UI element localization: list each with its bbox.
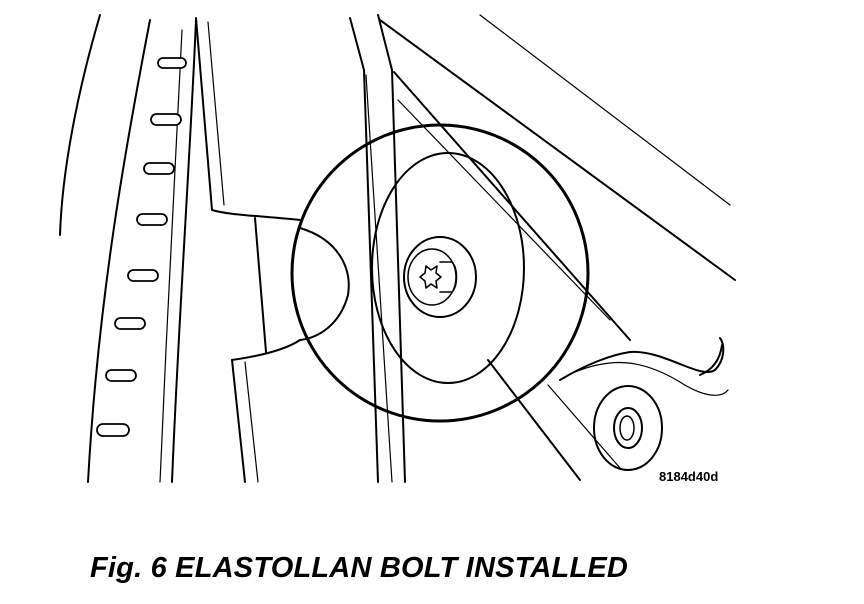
strip-inner-edge (159, 29, 183, 483)
figure-caption: Fig. 6 ELASTOLLAN BOLT INSTALLED (90, 552, 629, 584)
bolt-head (403, 236, 477, 318)
figure-id-code: 8184d40d (659, 469, 719, 484)
flange-curl (699, 344, 723, 376)
pillar-right-edge (377, 14, 406, 483)
strip-stud (136, 213, 168, 226)
strip-stud (150, 113, 182, 126)
strip-stud (127, 269, 159, 282)
washer-outer (371, 152, 525, 384)
pillar-mid-edge (365, 74, 393, 483)
strip-stud (114, 317, 146, 330)
opening-bottom (231, 339, 301, 361)
flange-outline (487, 337, 725, 481)
grommet-outer (593, 385, 663, 471)
strip-stud (157, 57, 187, 69)
panel-outer-edge (59, 14, 101, 236)
upper-panel-inner (397, 99, 611, 321)
trim-panel-lower (231, 359, 246, 483)
pillar-left-edge (349, 17, 379, 483)
opening-left-edge (254, 217, 267, 353)
upper-panel-edge (379, 19, 736, 281)
strip-right-edge (171, 19, 197, 483)
trim-panel-inner (207, 21, 225, 206)
detail-circle (290, 123, 590, 423)
flange-inner (547, 361, 729, 469)
upper-panel-line (479, 14, 731, 206)
grommet-inner (613, 407, 643, 449)
torx-socket-icon (419, 265, 442, 289)
bolt-shaft (439, 261, 458, 293)
strip-stud (96, 423, 130, 437)
strip-stud (105, 369, 137, 382)
trim-panel-lower-inner (244, 361, 259, 483)
strip-stud (143, 162, 175, 175)
trim-panel-edge (195, 17, 301, 221)
bolt-head-face (407, 248, 457, 306)
strip-left-edge (87, 19, 151, 483)
opening-lobe (299, 227, 350, 341)
grommet-hole (619, 415, 635, 441)
